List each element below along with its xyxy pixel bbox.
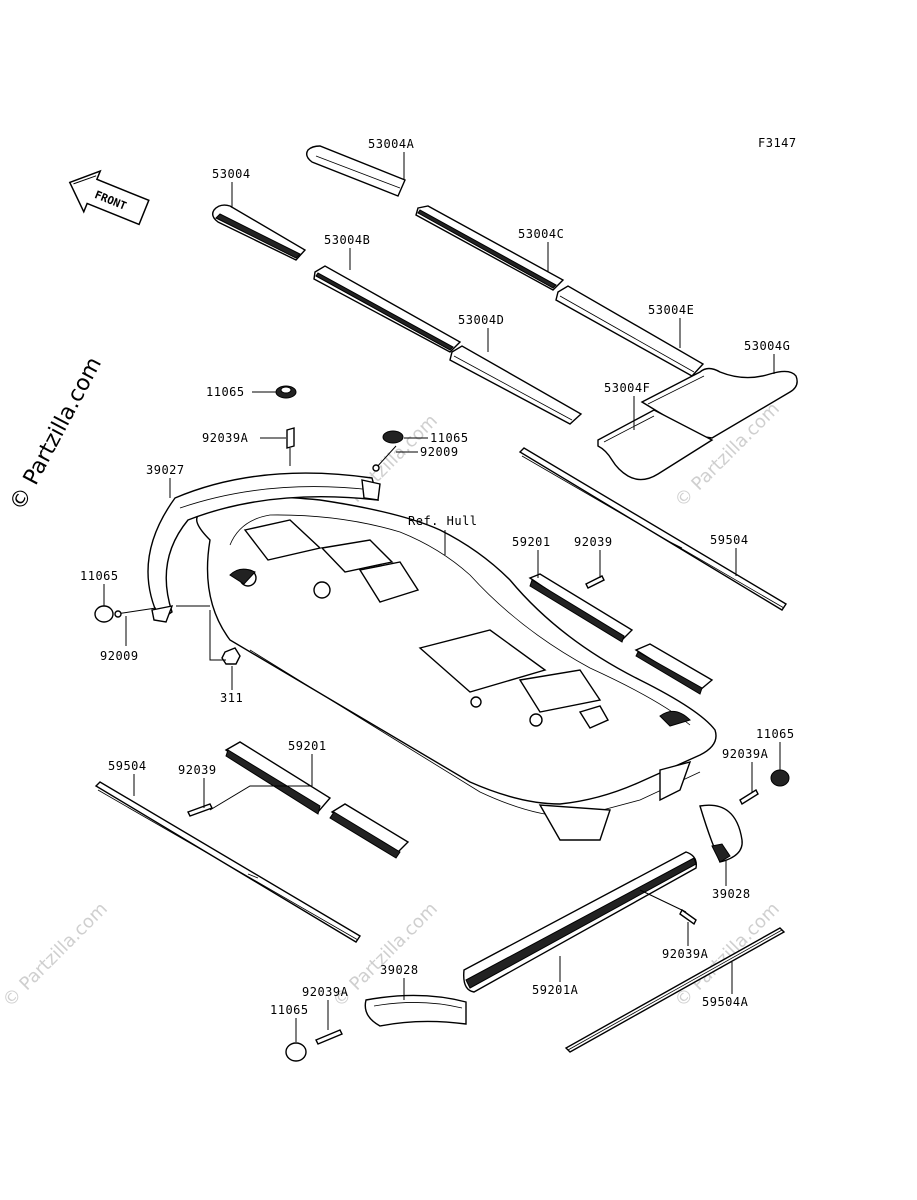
label-92009-1: 92009: [420, 445, 459, 459]
label-59201-right: 59201: [512, 535, 551, 549]
watermark-main: © Partzilla.com: [5, 353, 107, 515]
pin-92039-2: [187, 803, 213, 817]
label-53004B: 53004B: [324, 233, 370, 247]
mat-53004B: [313, 265, 462, 353]
diagram-code: F3147: [758, 136, 797, 150]
watermark: © Partzilla.com: [0, 898, 112, 1011]
nut-311: [221, 647, 241, 665]
label-92039A-3: 92039A: [662, 947, 709, 961]
bumper-39028-right: [699, 804, 743, 863]
label-11065-4: 11065: [756, 727, 795, 741]
mat-53004G: [640, 367, 798, 439]
label-11065-1: 11065: [206, 385, 245, 399]
label-59504-left: 59504: [108, 759, 147, 773]
rail-59504A: [564, 927, 786, 1053]
bumper-39027: [147, 472, 381, 623]
label-92039-1: 92039: [574, 535, 613, 549]
cap-11065-2: [382, 430, 404, 444]
label-59504-right: 59504: [710, 533, 749, 547]
guard-59201-left: [224, 741, 410, 859]
label-39028-right: 39028: [712, 887, 751, 901]
label-11065-5: 11065: [270, 1003, 309, 1017]
label-92039A-2: 92039A: [722, 747, 769, 761]
mat-53004E: [555, 285, 705, 377]
guard-59201-right: [528, 573, 714, 695]
cap-11065-4: [770, 769, 790, 787]
mat-53004: [211, 204, 307, 261]
pin-92039A-4: [315, 1029, 343, 1045]
label-59504A: 59504A: [702, 995, 749, 1009]
label-92039A-4: 92039A: [302, 985, 349, 999]
guard-59201A: [463, 851, 697, 993]
cap-11065-1: [275, 385, 297, 399]
cap-11065-3: [94, 605, 114, 623]
pin-92039-1: [585, 575, 605, 589]
front-arrow-icon: FRONT: [68, 169, 150, 226]
mat-53004A: [305, 145, 406, 197]
label-311: 311: [220, 691, 243, 705]
cap-11065-5: [285, 1042, 307, 1062]
pin-92039A-2: [739, 788, 759, 806]
label-53004G: 53004G: [744, 339, 790, 353]
mat-53004F: [597, 409, 714, 481]
hull: [196, 496, 717, 841]
screw-92009-1: [372, 445, 397, 472]
label-92039A-1: 92039A: [202, 431, 249, 445]
ref-hull-label: Ref. Hull: [408, 514, 478, 528]
rail-59504-left: [94, 781, 361, 943]
pin-92039A-1: [286, 427, 295, 449]
mat-53004C: [415, 205, 565, 291]
mat-53004D: [449, 345, 583, 425]
label-53004E: 53004E: [648, 303, 694, 317]
label-53004A: 53004A: [368, 137, 415, 151]
label-92009-2: 92009: [100, 649, 139, 663]
rail-59504-right: [518, 447, 787, 611]
label-59201-left: 59201: [288, 739, 327, 753]
screw-92009-2: [114, 607, 157, 618]
label-59201A: 59201A: [532, 983, 579, 997]
label-53004: 53004: [212, 167, 251, 181]
label-92039-2: 92039: [178, 763, 217, 777]
label-53004D: 53004D: [458, 313, 504, 327]
label-53004F: 53004F: [604, 381, 650, 395]
pin-92039A-3: [679, 908, 697, 926]
label-11065-2: 11065: [430, 431, 469, 445]
label-11065-3: 11065: [80, 569, 119, 583]
label-53004C: 53004C: [518, 227, 564, 241]
bumper-39028-bottom: [364, 994, 467, 1027]
label-39027: 39027: [146, 463, 185, 477]
label-39028-bottom: 39028: [380, 963, 419, 977]
